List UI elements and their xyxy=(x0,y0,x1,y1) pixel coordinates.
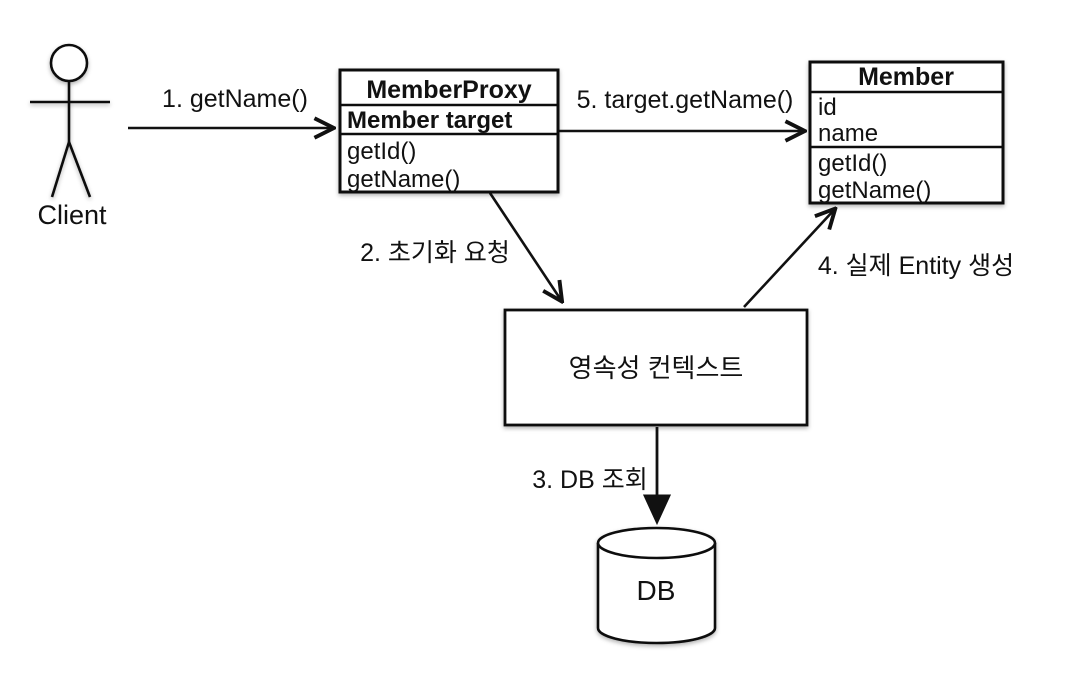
arrow-3-label: 3. DB 조회 xyxy=(532,466,647,494)
memberproxy-class-box xyxy=(338,68,560,194)
client-actor-icon xyxy=(30,43,110,198)
client-actor-label: Client xyxy=(37,200,107,230)
memberproxy-title: MemberProxy xyxy=(366,76,531,104)
actor-leg-right xyxy=(67,141,92,198)
member-field-name: name xyxy=(818,120,878,147)
memberproxy-field-target: Member target xyxy=(347,107,512,134)
database-cylinder-body xyxy=(596,543,717,645)
member-field-id: id xyxy=(818,94,837,121)
database-label: DB xyxy=(637,575,676,606)
member-class-box xyxy=(808,60,1005,205)
database-icon xyxy=(596,526,717,645)
member-title: Member xyxy=(858,63,954,91)
member-method-getid: getId() xyxy=(818,150,887,177)
actor-leg-left xyxy=(50,141,71,198)
arrow-4-label: 4. 실제 Entity 생성 xyxy=(818,252,1014,280)
arrow-2-init-request xyxy=(488,192,561,300)
database-cylinder-top xyxy=(596,526,717,560)
arrow-2-label: 2. 초기화 요청 xyxy=(360,239,510,267)
persistence-context-box xyxy=(503,308,809,427)
memberproxy-method-getid: getId() xyxy=(347,138,416,165)
persistence-context-label: 영속성 컨텍스트 xyxy=(569,353,744,383)
member-method-getname: getName() xyxy=(818,177,931,204)
actor-head xyxy=(49,43,89,83)
arrow-1-label: 1. getName() xyxy=(162,85,308,113)
arrow-4-create-entity xyxy=(743,210,834,308)
memberproxy-method-getname: getName() xyxy=(347,166,460,193)
arrow-5-label: 5. target.getName() xyxy=(577,86,794,114)
